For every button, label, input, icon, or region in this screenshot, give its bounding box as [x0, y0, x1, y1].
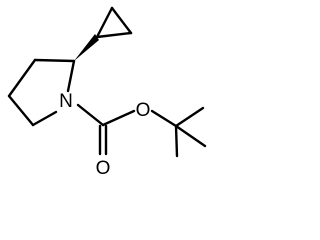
bond-methyl-right — [174, 124, 207, 148]
wedge-bond — [74, 34, 99, 61]
bond-methyl-top — [174, 106, 205, 128]
bond-carbonyl-ester — [101, 109, 136, 127]
tert-butyl-group — [174, 106, 207, 158]
bond-ester-tbutyl — [150, 109, 178, 128]
bond-ring-3 — [7, 94, 35, 127]
bond-methyl-bottom — [174, 124, 179, 158]
carbonyl-double-bond — [98, 124, 108, 156]
bond-ring-4 — [31, 110, 58, 127]
bond-cyclopropyl-1 — [95, 6, 114, 39]
molecule-structure: N O O — [7, 6, 207, 178]
pyrrolidine-ring — [7, 58, 76, 127]
bond-ring-1 — [33, 58, 76, 63]
carbonyl-oxygen-label: O — [96, 158, 111, 178]
nitrogen-atom-label: N — [59, 91, 73, 112]
ester-oxygen-label: O — [136, 100, 151, 121]
bond-ring-5 — [66, 59, 76, 93]
bond-cyclopropyl-2 — [110, 6, 133, 35]
bond-cyclopropyl-3 — [95, 31, 133, 39]
bond-n-carbonyl — [76, 103, 105, 127]
cyclopropyl-ring — [95, 6, 133, 39]
bond-ring-2 — [7, 58, 37, 98]
